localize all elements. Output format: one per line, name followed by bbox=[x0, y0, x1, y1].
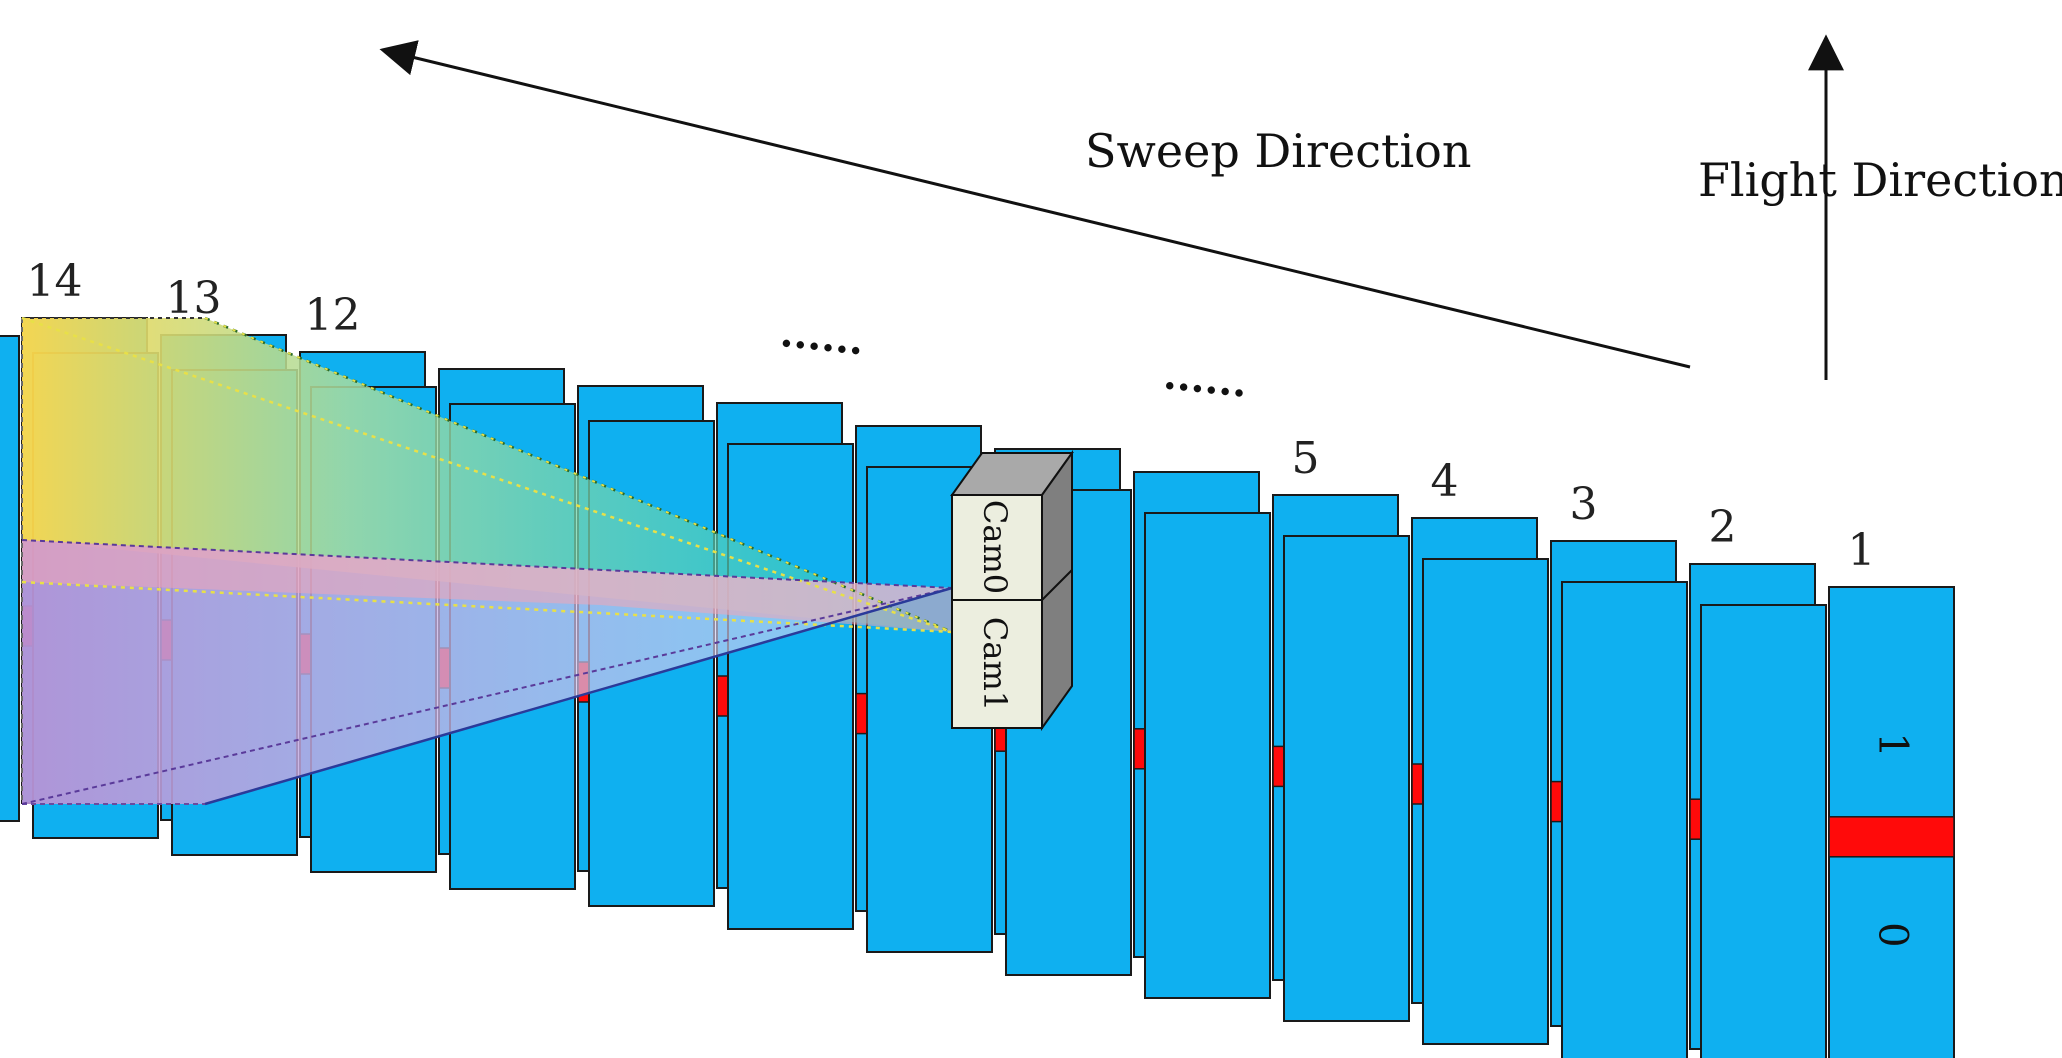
frame-back bbox=[1700, 604, 1827, 1058]
cam0-label: Cam0 bbox=[976, 500, 1014, 594]
frame-back bbox=[0, 335, 20, 822]
frame-1: 1 0 1 bbox=[1700, 525, 1955, 1058]
frame-number-label: 3 bbox=[1570, 479, 1598, 530]
frame-back bbox=[1144, 512, 1271, 999]
camera-side bbox=[1041, 449, 1073, 732]
sweep-direction-label: Sweep Direction bbox=[1085, 124, 1472, 178]
frame-number-label: 4 bbox=[1431, 456, 1459, 507]
lower-digit: 0 bbox=[1870, 922, 1916, 947]
frame-number-label: 14 bbox=[27, 256, 83, 307]
flight-direction-label: Flight Direction bbox=[1698, 153, 2062, 207]
cam1-label: Cam1 bbox=[976, 617, 1014, 711]
frame-back bbox=[1422, 558, 1549, 1045]
camera-field-of-view bbox=[21, 316, 953, 806]
cam1-box bbox=[951, 599, 1043, 729]
frame-number-label: 2 bbox=[1709, 502, 1737, 553]
frame-back bbox=[1283, 535, 1410, 1022]
frame-back bbox=[1561, 581, 1688, 1058]
ellipsis-left: ...... bbox=[778, 309, 866, 364]
overlap-strip bbox=[22, 540, 952, 632]
overlap-stripe bbox=[1828, 816, 1955, 858]
dual-camera: Cam0 Cam1 bbox=[950, 449, 1074, 732]
frame-number-label: 1 bbox=[1848, 525, 1876, 576]
ellipsis-right: ...... bbox=[1161, 351, 1249, 406]
cam0-box bbox=[951, 494, 1043, 601]
frame-number-label: 5 bbox=[1292, 433, 1320, 484]
frame-back bbox=[727, 443, 854, 930]
upper-digit: 1 bbox=[1870, 732, 1916, 757]
sweep-direction-arrow bbox=[379, 40, 1691, 369]
frame-number-label: 12 bbox=[305, 290, 361, 341]
frame-number-label: 13 bbox=[166, 273, 222, 324]
